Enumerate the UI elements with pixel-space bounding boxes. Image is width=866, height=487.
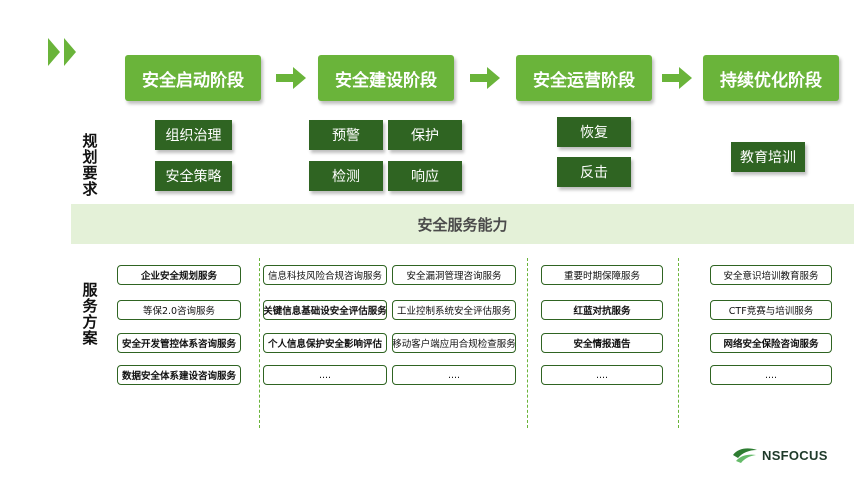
service-item: 个人信息保护安全影响评估: [263, 333, 387, 353]
column-divider: [678, 258, 679, 428]
service-plan-label: 服务方案: [82, 281, 98, 347]
service-item: 等保2.0咨询服务: [117, 300, 241, 320]
service-item: ....: [392, 365, 516, 385]
service-item: 重要时期保障服务: [541, 265, 663, 285]
service-item: 安全情报通告: [541, 333, 663, 353]
stage-operate: 安全运营阶段: [516, 55, 652, 101]
double-chevron-icon: [48, 38, 76, 66]
column-divider: [527, 258, 528, 428]
service-item: ....: [710, 365, 832, 385]
column-divider: [259, 258, 260, 428]
service-item: 工业控制系统安全评估服务: [392, 300, 516, 320]
service-item: 关键信息基础设安全评估服务: [263, 300, 387, 320]
stage-build: 安全建设阶段: [318, 55, 454, 101]
stage-startup: 安全启动阶段: [125, 55, 261, 101]
swoosh-logo-icon: [733, 448, 757, 463]
brand-logo: NSFOCUS: [732, 445, 844, 465]
service-item: 移动客户端应用合规检查服务: [392, 333, 516, 353]
req-protection: 保护: [388, 120, 462, 150]
req-counterattack: 反击: [557, 157, 631, 187]
service-item: 信息科技风险合规咨询服务: [263, 265, 387, 285]
service-item: CTF竞赛与培训服务: [710, 300, 832, 320]
req-education: 教育培训: [731, 142, 805, 172]
service-item: 网络安全保险咨询服务: [710, 333, 832, 353]
service-item: 安全漏洞管理咨询服务: [392, 265, 516, 285]
service-item: ....: [541, 365, 663, 385]
planning-requirements-label: 规划要求: [82, 132, 98, 198]
stage-optimize: 持续优化阶段: [703, 55, 839, 101]
brand-name: NSFOCUS: [762, 447, 828, 463]
service-capability-band: 安全服务能力: [71, 204, 854, 244]
service-item: 数据安全体系建设咨询服务: [117, 365, 241, 385]
service-item: 安全开发管控体系咨询服务: [117, 333, 241, 353]
req-strategy: 安全策略: [155, 161, 232, 191]
arrow-right-icon: [662, 67, 692, 89]
req-warning: 预警: [309, 120, 383, 150]
service-item: 企业安全规划服务: [117, 265, 241, 285]
req-recovery: 恢复: [557, 117, 631, 147]
service-item: 安全意识培训教育服务: [710, 265, 832, 285]
arrow-right-icon: [276, 67, 306, 89]
arrow-right-icon: [470, 67, 500, 89]
service-item: 红蓝对抗服务: [541, 300, 663, 320]
req-response: 响应: [388, 161, 462, 191]
service-item: ....: [263, 365, 387, 385]
req-governance: 组织治理: [155, 120, 232, 150]
req-detection: 检测: [309, 161, 383, 191]
